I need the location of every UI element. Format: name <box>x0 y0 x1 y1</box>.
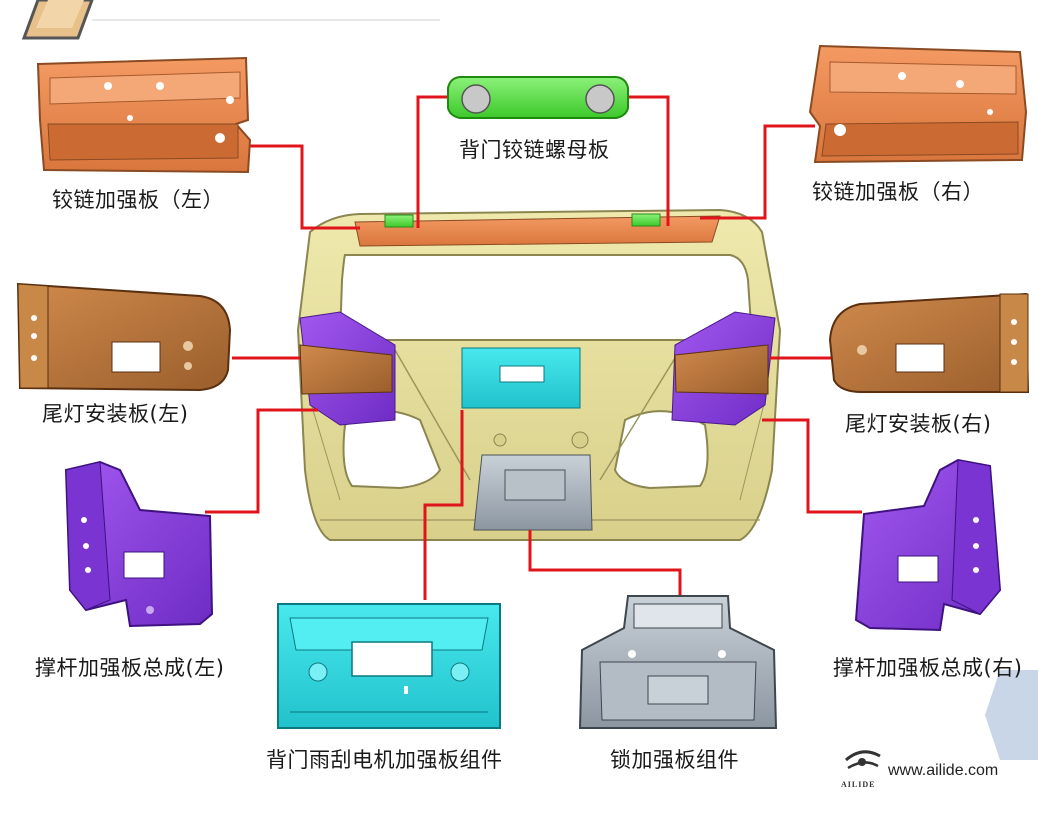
label-strut-right: 撑杆加强板总成(右) <box>833 656 1023 680</box>
label-hinge-reinf-right: 铰链加强板（右） <box>812 180 984 204</box>
label-strut-left: 撑杆加强板总成(左) <box>35 656 225 680</box>
part-taillamp-right <box>828 292 1030 393</box>
part-hinge-reinf-right <box>808 44 1028 164</box>
part-strut-right <box>854 458 1002 632</box>
label-hinge-reinf-left: 铰链加强板（左） <box>52 188 224 212</box>
leader-hinge-right <box>700 124 815 220</box>
part-lock-reinf <box>578 595 778 729</box>
liftgate-frame <box>296 208 782 541</box>
leader-strut-left <box>205 408 318 514</box>
part-strut-left <box>64 460 214 628</box>
corner-decoration-right <box>985 670 1038 760</box>
leader-hinge-nut-right <box>620 95 670 226</box>
ailide-logo-icon <box>845 750 881 770</box>
leader-hinge-left <box>250 144 360 230</box>
label-lock-reinf: 锁加强板组件 <box>610 748 739 772</box>
leader-lines <box>205 95 862 600</box>
part-hinge-nut-plate <box>447 76 629 119</box>
part-taillamp-left <box>16 282 232 392</box>
leader-wiper <box>423 410 464 600</box>
part-hinge-reinf-left <box>36 56 252 174</box>
leader-lock <box>528 530 682 595</box>
part-wiper-motor <box>277 603 501 729</box>
footer-url[interactable]: www.ailide.com <box>888 762 999 779</box>
label-wiper-motor: 背门雨刮电机加强板组件 <box>266 748 503 772</box>
leader-strut-right <box>762 418 862 514</box>
leader-hinge-nut-left <box>416 95 448 228</box>
footer-logo-text: AILIDE <box>841 780 876 789</box>
label-taillamp-left: 尾灯安装板(左) <box>42 402 189 426</box>
label-taillamp-right: 尾灯安装板(右) <box>845 412 992 436</box>
corner-decoration <box>21 0 440 40</box>
label-hinge-nut-plate: 背门铰链螺母板 <box>459 138 610 162</box>
